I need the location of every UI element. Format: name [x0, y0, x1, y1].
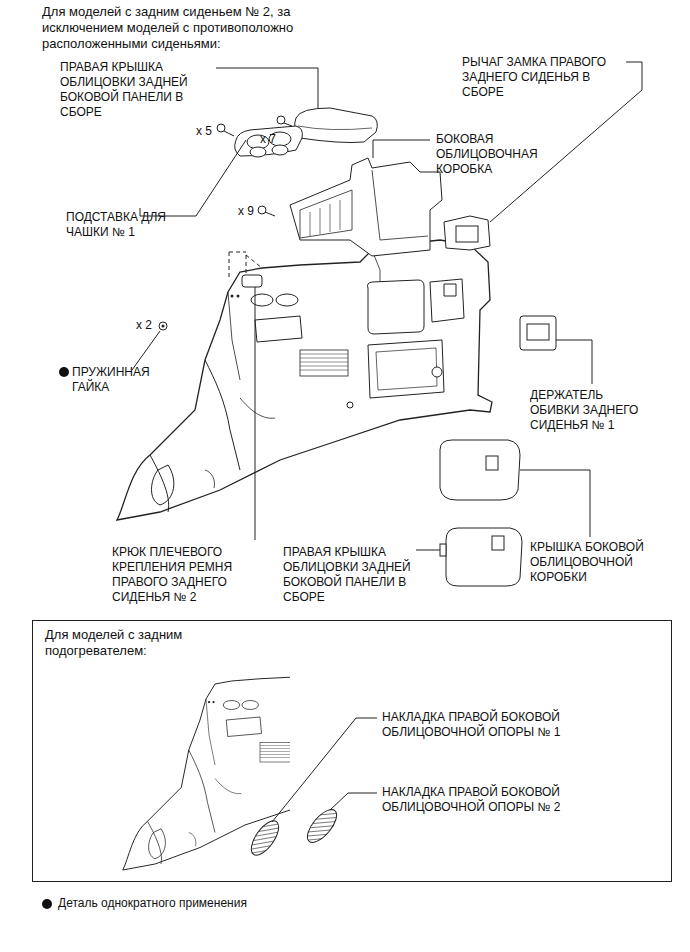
variant-frame: Для моделей с задним подогревателем:	[32, 620, 672, 882]
part-name: РЫЧАГ ЗАМКА ПРАВОГО ЗАДНЕГО СИДЕНЬЯ В СБ…	[462, 55, 630, 100]
part-name: ПРАВАЯ КРЫШКА ОБЛИЦОВКИ ЗАДНЕЙ БОКОВОЙ П…	[60, 60, 210, 120]
part-name: ПОДСТАВКА ДЛЯ ЧАШКИ № 1	[66, 210, 196, 240]
part-name: ДЕРЖАТЕЛЬ ОБИВКИ ЗАДНЕГО СИДЕНЬЯ № 1	[530, 388, 650, 433]
quantity: x 7	[260, 132, 290, 147]
part-name: КРЫШКА БОКОВОЙ ОБЛИЦОВОЧНОЙ КОРОБКИ	[530, 540, 670, 585]
quantity: x 5	[196, 124, 226, 139]
quantity: x 9	[238, 204, 268, 219]
part-name: КРЮК ПЛЕЧЕВОГО КРЕПЛЕНИЯ РЕМНЯ ПРАВОГО З…	[112, 545, 254, 605]
one-time-use-symbol	[42, 899, 52, 909]
quantity: x 2	[136, 318, 166, 333]
part-name: НАКЛАДКА ПРАВОЙ БОКОВОЙ ОБЛИЦОВОЧНОЙ ОПО…	[382, 785, 632, 815]
part-name: ПРУЖИННАЯ ГАЙКА	[72, 365, 172, 395]
part-name: БОКОВАЯ ОБЛИЦОВОЧНАЯ КОРОБКА	[436, 132, 556, 177]
frame-heading: Для моделей с задним подогревателем:	[45, 627, 245, 659]
legend-text: Деталь однократного применения	[58, 896, 458, 911]
part-name: ПРАВАЯ КРЫШКА ОБЛИЦОВКИ ЗАДНЕЙ БОКОВОЙ П…	[283, 545, 413, 605]
part-name: НАКЛАДКА ПРАВОЙ БОКОВОЙ ОБЛИЦОВОЧНОЙ ОПО…	[382, 710, 632, 740]
title: Для моделей с задним сиденьем № 2, за ис…	[42, 4, 332, 52]
